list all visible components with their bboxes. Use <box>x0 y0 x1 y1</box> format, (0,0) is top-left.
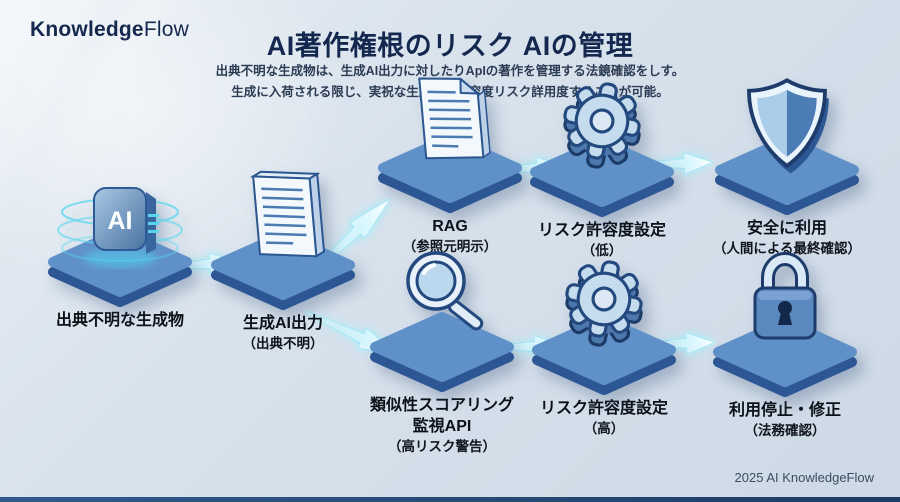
padlock-icon <box>700 252 870 400</box>
node-label: 出典不明な生成物 <box>55 312 184 329</box>
node-risk-tolerance-low: リスク許容度設定 （低） <box>507 70 697 260</box>
node-label: 利用停止・修正 <box>728 402 841 419</box>
node-label-line2: 監視API <box>412 418 472 435</box>
ai-chip-label: AI <box>108 207 133 235</box>
document-folded-icon <box>365 77 535 216</box>
document-icon <box>198 170 368 313</box>
logo-bold-part: Knowledge <box>30 18 144 41</box>
brand-logo: KnowledgeFlow <box>30 18 189 42</box>
node-sublabel: （人間による最終確認） <box>712 241 862 256</box>
ai-chip-icon: AI <box>35 187 205 310</box>
page-title: AI著作権根のリスク AIの管理 <box>266 31 634 61</box>
node-sublabel: （高リスク警告） <box>388 439 496 454</box>
node-label: 安全に利用 <box>746 220 827 237</box>
magnifier-icon <box>357 251 527 395</box>
node-rag: RAG （参照元明示） <box>355 66 545 256</box>
node-similarity-scoring-api: 類似性スコアリング 監視API （高リスク警告） <box>347 245 537 456</box>
bottom-accent-bar <box>0 497 900 502</box>
node-label: リスク許容度設定 <box>537 222 666 239</box>
node-unknown-generated-content: AI 出典不明な生成物 <box>25 160 215 331</box>
node-label: リスク許容度設定 <box>539 400 668 417</box>
logo-light-part: Flow <box>143 18 189 41</box>
node-sublabel: （法務確認） <box>744 423 826 438</box>
node-sublabel: （参照元明示） <box>402 239 498 254</box>
node-sublabel: （高） <box>583 421 625 436</box>
node-label: RAG <box>432 218 468 235</box>
footer-credit: 2025 AI KnowledgeFlow <box>734 470 874 485</box>
node-sublabel: （低） <box>581 243 623 258</box>
gear-icon <box>517 75 687 220</box>
node-label: 類似性スコアリング <box>369 397 514 414</box>
node-risk-tolerance-high: リスク許容度設定 （高） <box>509 248 699 438</box>
node-ai-output: 生成AI出力 （出典不明） <box>188 163 378 353</box>
subtitle-line-1: 出典不明な生成物は、生成AI出力に対したりApIの著作を管理する法鏡確認をしす。 <box>215 64 685 78</box>
node-label: 生成AI出力 <box>242 315 323 332</box>
gear-icon <box>519 253 689 398</box>
node-stop-and-fix: 利用停止・修正 （法務確認） <box>690 250 880 440</box>
shield-icon <box>702 68 872 218</box>
node-safe-use: 安全に利用 （人間による最終確認） <box>692 68 882 258</box>
node-sublabel: （出典不明） <box>242 336 324 351</box>
